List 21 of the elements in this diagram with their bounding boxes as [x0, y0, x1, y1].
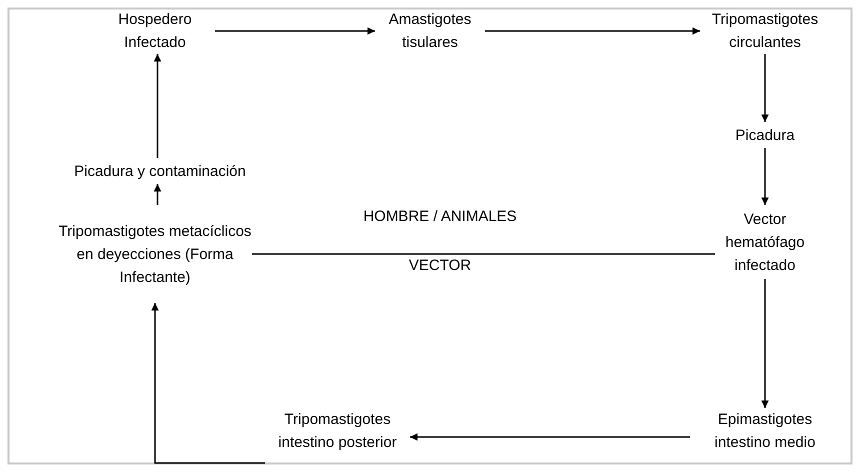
arrow: [410, 433, 690, 441]
node-label: Amastigotes tisulares: [388, 10, 472, 53]
arrow: [154, 54, 162, 158]
arrow: [761, 54, 769, 122]
node-label: Tripomastigotes intestino posterior: [277, 410, 398, 453]
node-label: Tripomastigotes circulantes: [710, 10, 820, 53]
node-label: Picadura: [735, 126, 795, 146]
divider-line: [252, 253, 715, 255]
region-label: HOMBRE / ANIMALES: [363, 208, 517, 225]
arrow: [154, 184, 162, 205]
arrow: [151, 303, 265, 464]
arrow: [761, 148, 769, 205]
node-label: Tripomastigotes metacíclicos en deyecciones (Forma Infectante): [58, 222, 252, 288]
arrow: [761, 279, 769, 408]
arrow: [215, 27, 375, 35]
region-label: VECTOR: [408, 257, 472, 274]
node-label: Epimastigotes intestino medio: [714, 410, 816, 453]
node-label: Picadura y contaminación: [74, 162, 246, 182]
node-label: Hospedero Infectado: [117, 10, 193, 53]
node-label: Vector hematófago infectado: [724, 210, 806, 276]
arrow: [485, 27, 700, 35]
